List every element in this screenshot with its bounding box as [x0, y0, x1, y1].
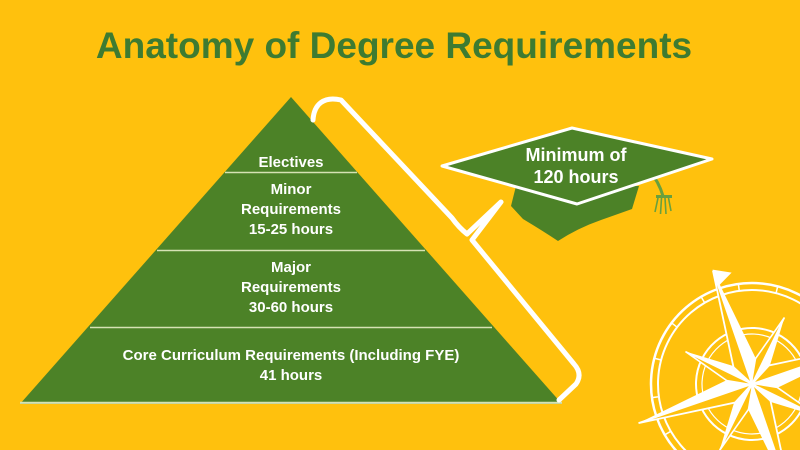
pyramid: [20, 97, 562, 404]
compass-rose-icon: [638, 269, 800, 450]
graduation-cap-label: Minimum of 120 hours: [525, 145, 627, 187]
pyramid-tier-label-major: Major Requirements 30-60 hours: [240, 259, 342, 316]
compass-ticks: [651, 283, 800, 450]
pyramid-tier-label-core: Core Curriculum Requirements (Including …: [122, 347, 460, 384]
mortarboard-top: [440, 126, 714, 206]
pyramid-tier-label-minor: Minor Requirements 15-25 hours: [240, 181, 342, 238]
tassel-strands: [654, 197, 672, 215]
curly-brace-icon: [310, 96, 582, 403]
compass-north-flag: [712, 269, 732, 286]
compass-cardinal-points: [638, 270, 800, 450]
graduation-cap-icon: [440, 126, 714, 241]
cap-body: [511, 186, 639, 241]
slide-title: Anatomy of Degree Requirements: [95, 25, 693, 66]
pyramid-tier-label-electives: Electives: [258, 154, 324, 171]
